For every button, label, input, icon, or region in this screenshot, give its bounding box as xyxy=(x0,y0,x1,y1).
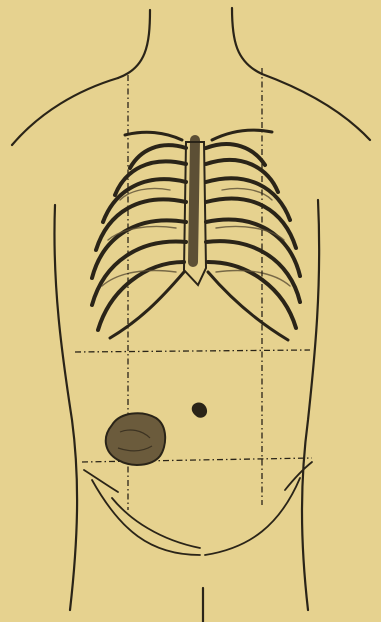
abdominal-mass xyxy=(106,413,165,465)
sternum xyxy=(193,140,195,262)
